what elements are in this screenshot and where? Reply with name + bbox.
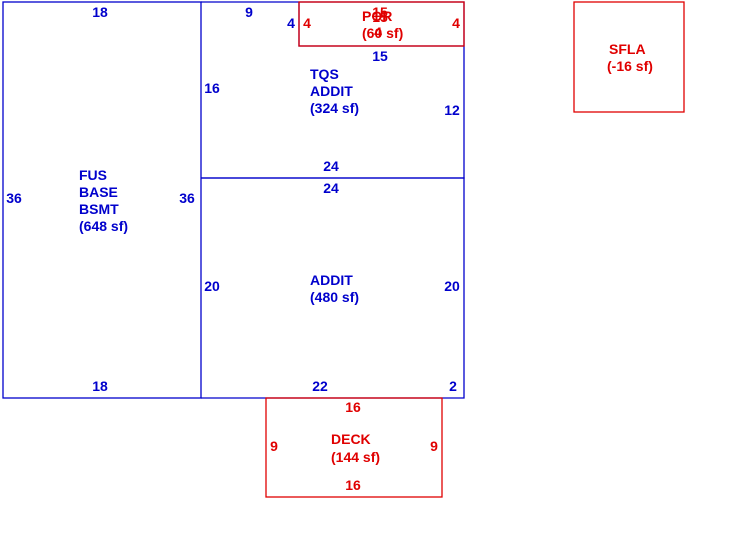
tqs-addit-area: 9 4 15 16 12 24 TQS ADDIT (324 sf) xyxy=(201,1,465,179)
tqs-dim-step-short: 4 xyxy=(287,15,295,31)
tqs-label-line2: ADDIT xyxy=(310,83,353,99)
sfla-area: (-16 sf) xyxy=(607,58,653,74)
addit-dim-corner: 2 xyxy=(449,378,457,394)
tqs-label-area: (324 sf) xyxy=(310,100,359,116)
deck-label-line1: DECK xyxy=(331,431,371,447)
fus-label-line1: FUS xyxy=(79,167,107,183)
addit-area: 24 20 20 22 2 ADDIT (480 sf) xyxy=(201,177,465,399)
fus-base-bsmt-outline xyxy=(2,1,202,399)
deck-area: 16 16 9 9 DECK (144 sf) xyxy=(265,397,443,498)
addit-dim-right: 20 xyxy=(444,278,460,294)
fus-label-line3: BSMT xyxy=(79,201,119,217)
por-dim-overlap-top: 15 xyxy=(372,9,388,25)
sfla-label: SFLA xyxy=(609,41,646,57)
addit-dim-top: 24 xyxy=(323,180,339,196)
por-dim-top: 15 xyxy=(372,4,388,20)
por-dim-left: 4 xyxy=(303,15,311,31)
por-outline xyxy=(298,1,465,47)
por-label-line1: POR xyxy=(362,8,392,24)
addit-dim-bottom: 22 xyxy=(312,378,328,394)
tqs-dim-step-long: 15 xyxy=(372,48,388,64)
por-area: 4 4 15 15 4 POR (60 sf) xyxy=(298,1,465,47)
tqs-dim-left: 16 xyxy=(204,80,220,96)
tqs-dim-top: 9 xyxy=(245,4,253,20)
addit-label-line1: ADDIT xyxy=(310,272,353,288)
por-dim-right: 4 xyxy=(452,15,460,31)
fus-label-line2: BASE xyxy=(79,184,118,200)
fus-label-area: (648 sf) xyxy=(79,218,128,234)
tqs-dim-right: 12 xyxy=(444,102,460,118)
deck-dim-top: 16 xyxy=(345,399,361,415)
tqs-label-line1: TQS xyxy=(310,66,339,82)
por-dim-overlap-small: 4 xyxy=(374,24,382,40)
fus-dim-left: 36 xyxy=(6,190,22,206)
deck-dim-right: 9 xyxy=(430,438,438,454)
sfla-outline xyxy=(573,1,685,113)
addit-label-area: (480 sf) xyxy=(310,289,359,305)
addit-dim-left: 20 xyxy=(204,278,220,294)
deck-outline xyxy=(265,397,443,498)
fus-base-bsmt-area: 18 18 36 36 FUS BASE BSMT (648 sf) xyxy=(2,1,202,399)
deck-dim-bottom: 16 xyxy=(345,477,361,493)
deck-label-area: (144 sf) xyxy=(331,449,380,465)
fus-dim-top: 18 xyxy=(92,4,108,20)
sfla-box: SFLA (-16 sf) xyxy=(573,1,685,113)
fus-dim-bottom: 18 xyxy=(92,378,108,394)
fus-dim-right: 36 xyxy=(179,190,195,206)
deck-dim-left: 9 xyxy=(270,438,278,454)
por-label-area: (60 sf) xyxy=(362,25,403,41)
tqs-dim-bottom: 24 xyxy=(323,158,339,174)
